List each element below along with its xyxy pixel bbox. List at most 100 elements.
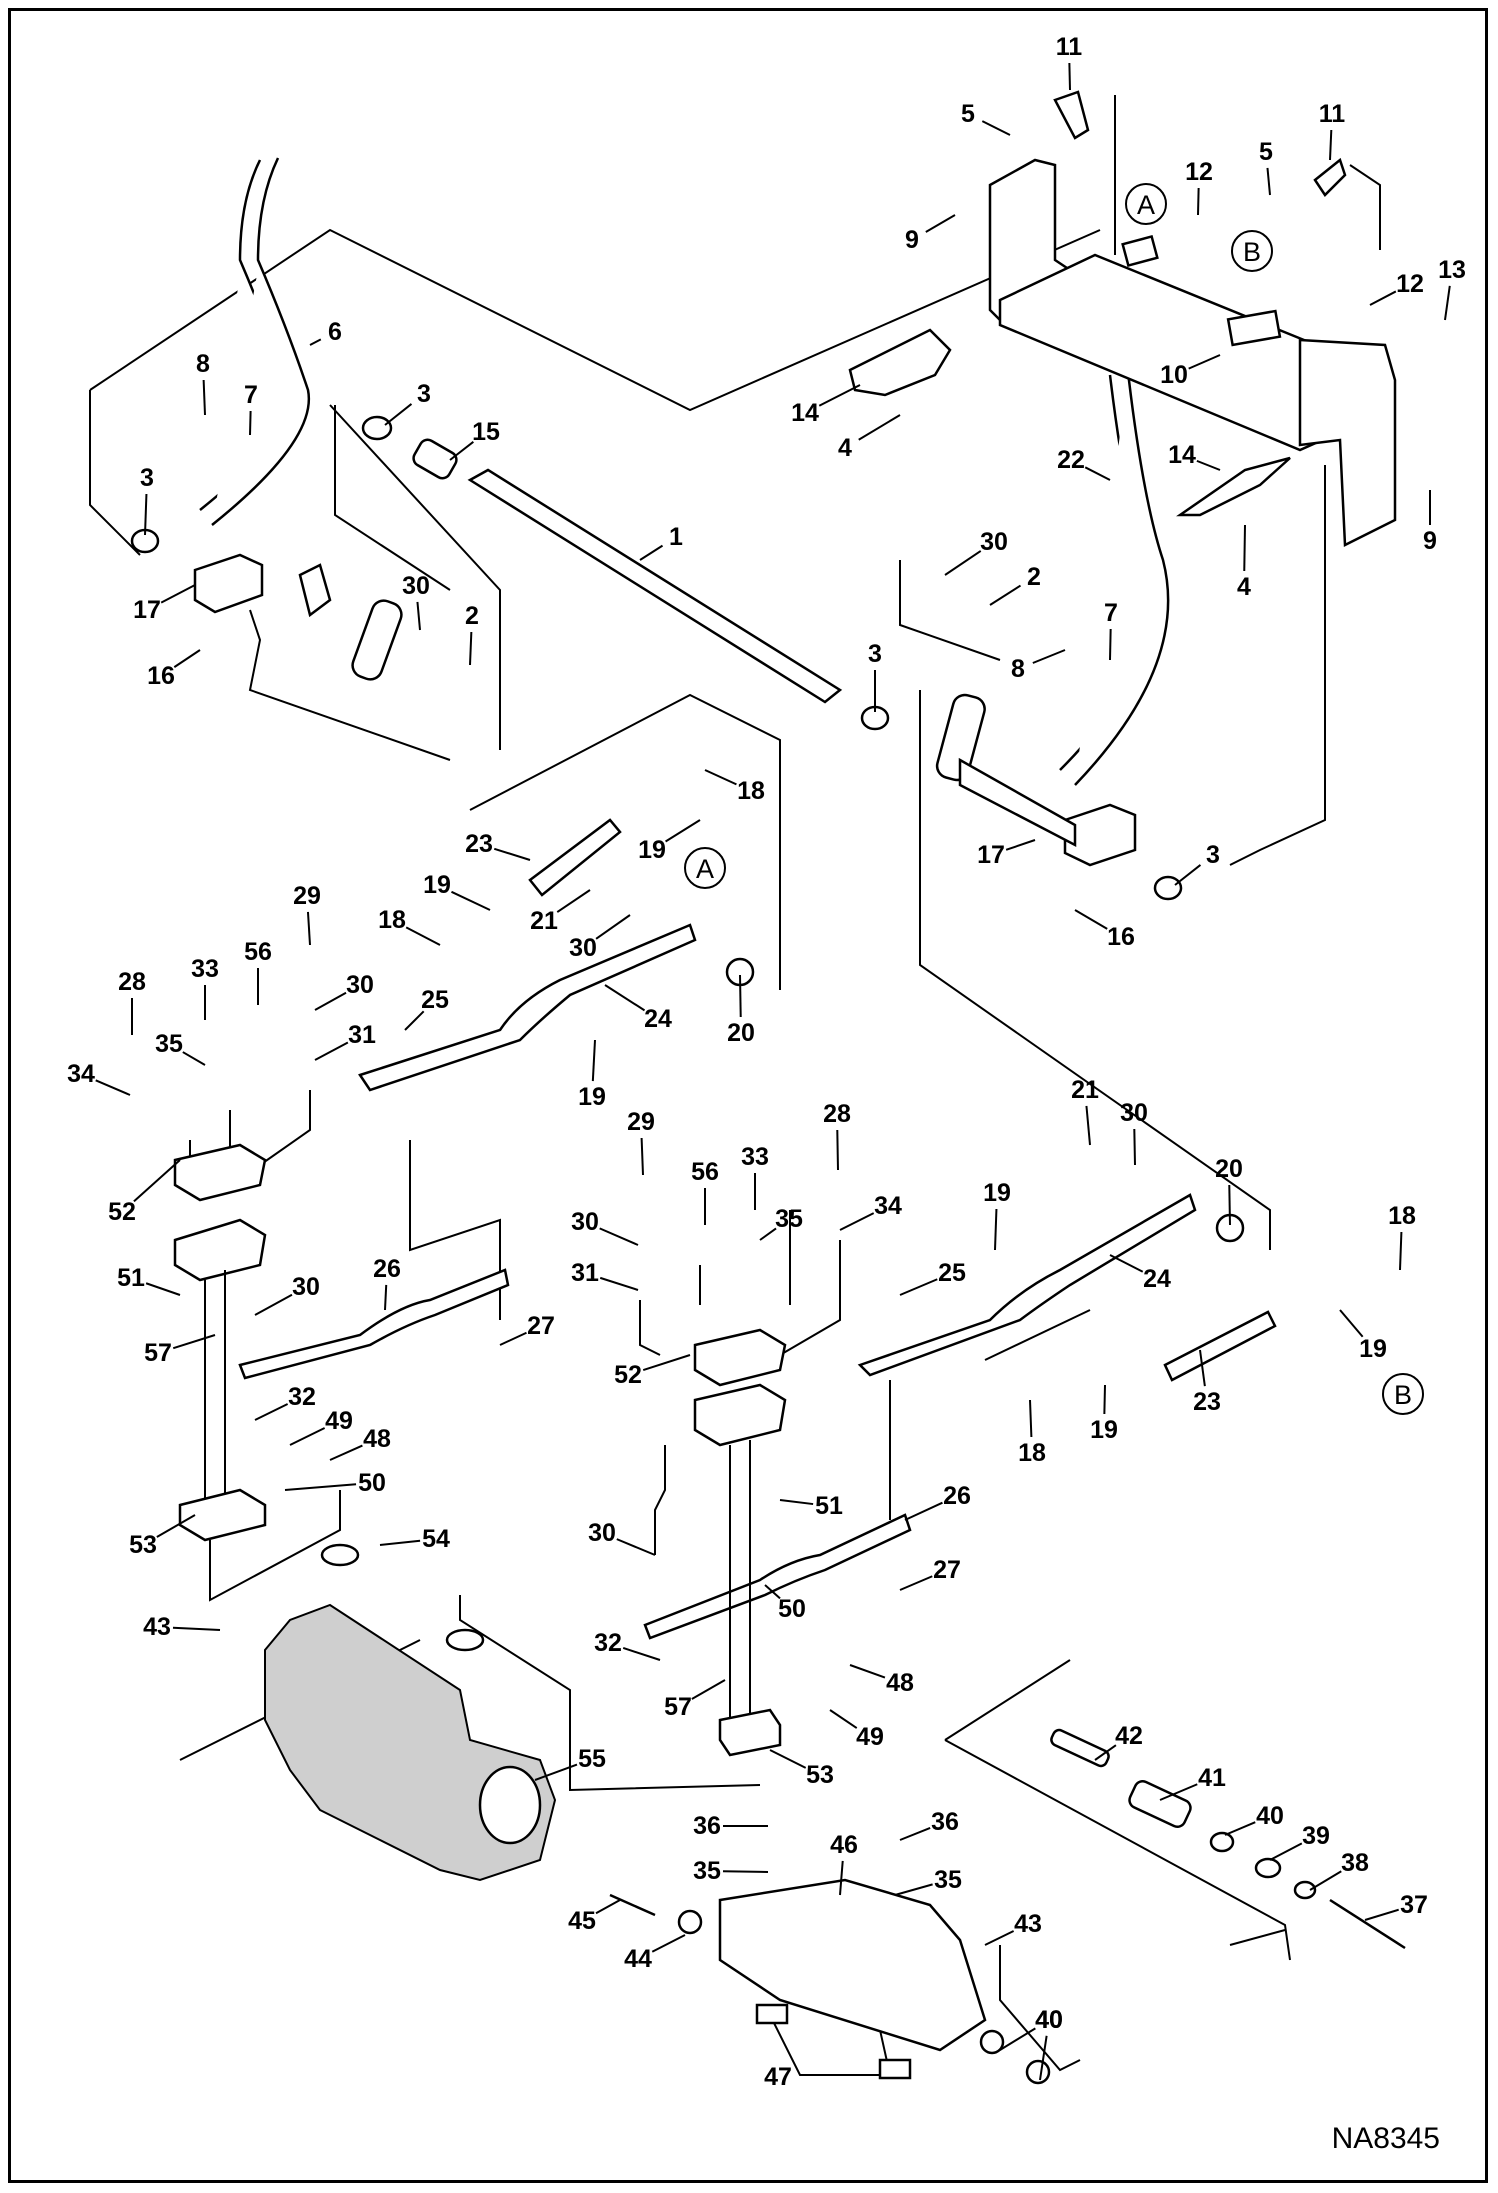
callout-c45: 45 [568,1907,596,1935]
callout-c33b: 33 [741,1143,769,1171]
leader-line-c29b [640,1137,644,1176]
leader-line-c43a [172,1626,221,1631]
rod-45 [609,1893,656,1917]
bolt-37 [1329,1898,1406,1950]
callout-c31a: 31 [348,1021,376,1049]
leader-line-c49a [289,1427,326,1446]
callout-c11a: 11 [1056,33,1083,61]
leader-line-c51b [779,1499,814,1506]
pivot-plate-52-left-lower [173,1218,267,1282]
callout-c18c: 18 [1388,1202,1416,1230]
leader-line-c43b [984,1930,1015,1946]
callout-c21b: 21 [1071,1076,1099,1104]
pivot-plate-52-left-upper [173,1143,267,1202]
callout-c32b: 32 [594,1629,622,1657]
callout-c19a: 19 [638,836,666,864]
callout-c30d: 30 [346,971,374,999]
leader-line-c14a [818,384,861,407]
callout-c36b: 36 [931,1808,959,1836]
leader-line-c35b [759,1227,777,1241]
leader-line-c19f [1103,1384,1106,1415]
leader-line-c41 [1159,1783,1198,1801]
callout-c16a: 16 [147,662,175,690]
leader-line-c1 [639,544,664,561]
spring-rod-23-right [1163,1310,1277,1382]
callout-c29a: 29 [293,882,321,910]
leader-line-c54 [379,1539,421,1546]
leader-line-c18d [1029,1399,1033,1438]
block-53-right [718,1708,782,1757]
leader-line-c32a [254,1403,289,1421]
block-47-upper [755,2003,789,2025]
leader-line-c13 [1444,285,1451,321]
leader-line-c36b [899,1827,931,1841]
leader-line-c42 [1094,1744,1117,1761]
seal-54-right [445,1628,485,1652]
callout-c19e: 19 [1359,1335,1387,1363]
leader-line-c17b [1005,839,1036,851]
leader-line-c6 [309,338,322,346]
callout-c14b: 14 [1168,441,1196,469]
leader-line-c3d [1174,864,1202,886]
leader-line-c27b [899,1575,933,1591]
callout-c19b: 19 [423,871,451,899]
leader-line-c51a [145,1282,181,1296]
leader-line-c24a [604,984,646,1012]
washer-40 [1209,1831,1235,1853]
callout-c22: 22 [1057,446,1085,474]
leader-line-c19d [994,1208,998,1251]
callout-c54: 54 [422,1525,450,1553]
leader-line-c30e [1133,1128,1136,1166]
callout-c13: 13 [1438,256,1466,284]
callout-c30e: 30 [1120,1099,1148,1127]
callout-c18b: 18 [378,906,406,934]
linkage-arm-26-left [238,1268,510,1380]
callout-c4b: 4 [1237,573,1251,601]
leader-line-c18a [704,769,737,786]
leader-line-c57a [172,1334,216,1350]
callout-c29b: 29 [627,1108,655,1136]
leader-line-c40b [999,2027,1036,2051]
leader-line-c35d [894,1883,933,1896]
leader-line-c30a [416,601,421,631]
linkage-arm-24-left [358,923,697,1092]
callout-c28b: 28 [823,1100,851,1128]
leader-line-c19b [451,890,491,911]
leader-line-c23a [493,847,531,861]
callout-c28a: 28 [118,968,146,996]
leader-line-c23b [1199,1349,1206,1387]
callout-c25b: 25 [938,1259,966,1287]
callout-c35b: 35 [775,1205,803,1233]
callout-c48a: 48 [363,1425,391,1453]
reference-circle-A2 [684,847,726,889]
leader-line-c18b [405,926,441,946]
reference-label-A1: A [1137,190,1155,220]
callout-c49b: 49 [856,1723,884,1751]
pivot-plate-52-right-upper [693,1328,787,1387]
leader-line-c9a [925,214,956,233]
leader-line-c16a [173,649,201,668]
callout-c40c: 40 [1035,2006,1063,2034]
callout-c3c: 3 [868,640,882,668]
callout-c44: 44 [624,1945,652,1973]
leader-line-c48b [849,1664,886,1679]
leader-line-c35a [182,1051,206,1066]
leader-line-c19c [591,1039,596,1082]
callout-c18d: 18 [1018,1439,1046,1467]
bushing-44 [677,1909,703,1935]
callout-c20b: 20 [1215,1155,1243,1183]
callout-c41: 41 [1198,1764,1226,1792]
callout-c40a: 40 [1256,1802,1284,1830]
callout-c51b: 51 [815,1492,843,1520]
callout-c52a: 52 [108,1198,136,1226]
leader-line-c10 [1188,354,1221,370]
bushing-40-a [979,2029,1005,2055]
leader-line-c7a [249,410,252,436]
callout-c53a: 53 [129,1531,157,1559]
clip-11-right [1313,157,1347,197]
callout-c6: 6 [328,318,342,346]
callout-c2a: 2 [465,602,479,630]
leader-line-c16b [1074,909,1108,930]
